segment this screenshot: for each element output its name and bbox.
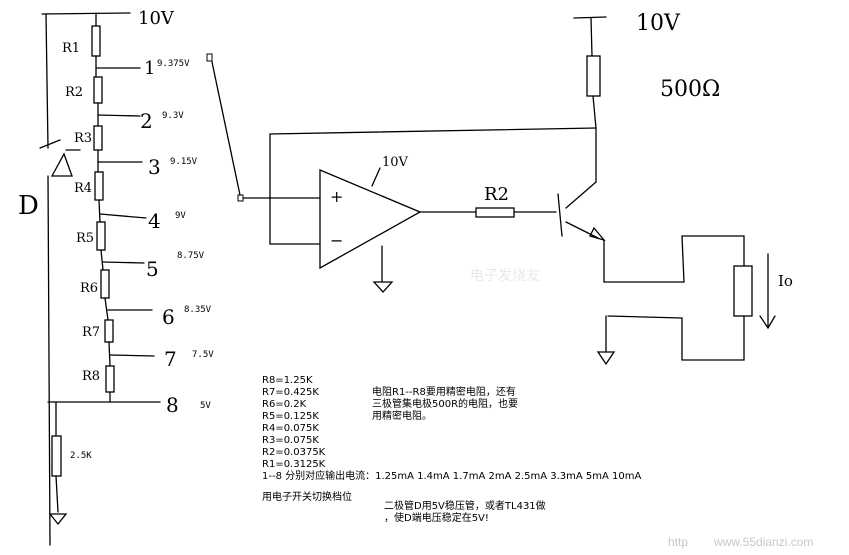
opamp: + − xyxy=(269,133,422,293)
switch-wire xyxy=(206,53,321,202)
current-arrow-head xyxy=(759,315,776,330)
supply-left-label: 10V xyxy=(138,8,175,29)
tap-1: 1 xyxy=(144,58,155,79)
value-line-1: R7=0.425K xyxy=(262,387,319,398)
diode-label: D xyxy=(18,191,39,221)
opamp-supply-label: 10V xyxy=(382,155,409,170)
left-diode-rail xyxy=(39,12,131,546)
transistor xyxy=(557,127,685,283)
label-r6: R6 xyxy=(80,281,98,296)
resistor-r1 xyxy=(91,25,101,57)
resistor-r8 xyxy=(105,365,115,393)
resistor-r3 xyxy=(93,125,103,151)
watermark-url: www.55dianzi.com xyxy=(713,535,813,549)
load-resistor xyxy=(733,265,753,317)
precision-note-line-1: 三极管集电极500R的电阻，也要 xyxy=(372,397,518,410)
label-r4: R4 xyxy=(74,181,92,196)
feedback-wire xyxy=(269,127,597,135)
transistor-base xyxy=(557,193,563,237)
collector-resistor-label: 500Ω xyxy=(660,77,720,102)
voltage-tap-2: 9.3V xyxy=(162,111,184,121)
value-line-3: R5=0.125K xyxy=(262,411,319,422)
opamp-plus: + xyxy=(330,187,343,206)
value-line-4: R4=0.075K xyxy=(262,423,319,434)
tap-5: 5 xyxy=(146,257,159,281)
value-line-7: R1=0.3125K xyxy=(262,459,326,470)
tap-2: 2 xyxy=(140,109,153,133)
label-r3: R3 xyxy=(74,131,92,146)
opamp-minus: − xyxy=(330,231,343,250)
voltage-tap-3: 9.15V xyxy=(170,157,198,167)
resistor-r2 xyxy=(93,76,103,104)
tap-4: 4 xyxy=(148,209,161,233)
value-line-8: 1--8 分别对应输出电流：1.25mA 1.4mA 1.7mA 2mA 2.5… xyxy=(262,469,642,482)
transistor-emitter-arrow xyxy=(589,226,606,242)
resistor-r4 xyxy=(94,171,104,201)
resistor-500 xyxy=(586,55,601,97)
watermark-footer: http www.55dianzi.com xyxy=(668,535,813,549)
label-r1: R1 xyxy=(62,41,80,56)
voltage-tap-4: 9V xyxy=(175,211,186,221)
bottom-resistor-label: 2.5K xyxy=(70,451,92,461)
voltage-tap-5: 8.75V xyxy=(177,251,205,261)
resistor-chain xyxy=(47,12,161,403)
resistor-r5 xyxy=(96,221,106,251)
watermark-prefix: http xyxy=(668,535,688,549)
tap-3: 3 xyxy=(148,155,161,179)
precision-note-line-2: 用精密电阻。 xyxy=(372,409,432,422)
voltage-tap-7: 7.5V xyxy=(192,350,214,360)
voltage-tap-6: 8.35V xyxy=(184,305,212,315)
label-r7: R7 xyxy=(82,325,100,340)
precision-note: 电阻R1--R8要用精密电阻，还有 三极管集电极500R的电阻，也要 用精密电阻… xyxy=(372,385,518,422)
base-resistor xyxy=(419,207,557,218)
diode-symbol xyxy=(50,152,73,177)
resistor-r7 xyxy=(104,319,114,343)
output-load xyxy=(596,235,776,366)
collector-branch xyxy=(573,16,607,129)
value-line-2: R6=0.2K xyxy=(262,399,307,410)
value-line-0: R8=1.25K xyxy=(262,375,313,386)
precision-note-line-0: 电阻R1--R8要用精密电阻，还有 xyxy=(372,385,516,398)
voltage-tap-8: 5V xyxy=(200,401,211,411)
tap-8: 8 xyxy=(166,393,179,417)
zener-note-line-0: 二极管D用5V稳压管，或者TL431做 xyxy=(384,499,546,512)
zener-note: 二极管D用5V稳压管，或者TL431做 ，使D端电压稳定在5V! xyxy=(384,499,546,524)
resistor-values-list: R8=1.25K R7=0.425K R6=0.2K R5=0.125K R4=… xyxy=(262,375,642,482)
value-line-6: R2=0.0375K xyxy=(262,447,326,458)
output-current-label: Io xyxy=(778,272,793,290)
label-r5: R5 xyxy=(76,231,94,246)
label-r2: R2 xyxy=(65,85,83,100)
value-line-5: R3=0.075K xyxy=(262,435,319,446)
opamp-triangle xyxy=(319,169,422,270)
tap-6: 6 xyxy=(162,305,175,329)
resistor-r6 xyxy=(100,269,110,299)
label-r8: R8 xyxy=(82,369,100,384)
watermark-center: 电子发烧友 xyxy=(470,267,540,283)
ground-symbol-right xyxy=(596,351,616,366)
ground-symbol-left xyxy=(48,513,68,526)
resistor-2k5 xyxy=(51,435,62,477)
zener-note-line-1: ，使D端电压稳定在5V! xyxy=(384,511,489,524)
voltage-tap-1: 9.375V xyxy=(157,59,190,69)
supply-right-label: 10V xyxy=(636,11,681,36)
tap-7: 7 xyxy=(164,347,177,371)
switch-note: 用电子开关切换档位 xyxy=(262,490,352,503)
ground-symbol-opamp xyxy=(372,281,394,293)
bottom-resistor xyxy=(48,401,68,526)
resistor-base xyxy=(475,207,515,218)
base-resistor-label: R2 xyxy=(484,184,509,205)
